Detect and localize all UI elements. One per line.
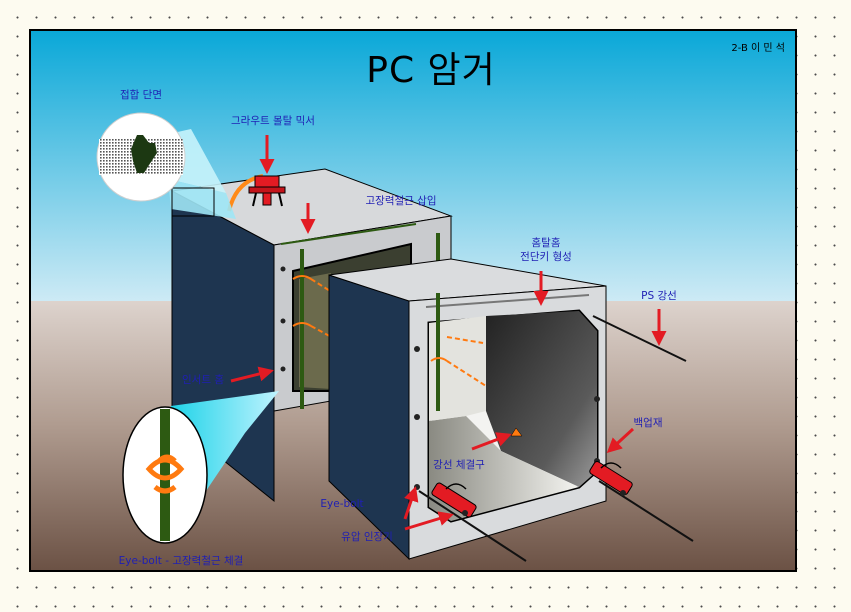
front-culvert-segment (328, 258, 607, 561)
strand-fastener-marker (510, 427, 523, 437)
label-insert-groove: 인서트 홈 (182, 374, 224, 386)
label-strand-fastener: 강선 체결구 (433, 459, 485, 471)
label-backup-material: 백업재 (633, 417, 663, 429)
label-groove-line1: 홈탈홈 (531, 237, 561, 249)
joint-section-magnifier (96, 112, 236, 219)
label-rebar-insert: 고장력철근 삽입 (365, 195, 437, 207)
label-groove-line2: 전단키 형성 (520, 251, 572, 263)
pc-culvert-scene (31, 31, 795, 570)
label-grout-mixer: 그라우트 몰탈 믹서 (231, 115, 315, 127)
diagram-title: PC 암거 (366, 50, 496, 91)
author-label: 2-B 이 민 석 (731, 43, 785, 54)
label-hydraulic-jack: 유압 인장기 (341, 531, 393, 543)
hydraulic-jack-right (589, 461, 633, 496)
label-joint-section: 접합 단면 (120, 89, 162, 101)
hydraulic-jack-left (431, 482, 477, 518)
eye-bolt-magnifier (122, 391, 279, 544)
callout-arrows (230, 135, 667, 531)
label-eye-bolt: Eye-bolt (320, 498, 364, 510)
label-eye-bolt-fastening: Eye-bolt - 고장력철근 체결 (118, 555, 244, 567)
diagram-frame: PC 암거 2-B 이 민 석 접합 단면 그라우트 몰탈 믹서 고장력철근 삽… (29, 29, 797, 572)
ps-strands (418, 315, 694, 562)
label-ps-strand: PS 강선 (641, 290, 677, 302)
